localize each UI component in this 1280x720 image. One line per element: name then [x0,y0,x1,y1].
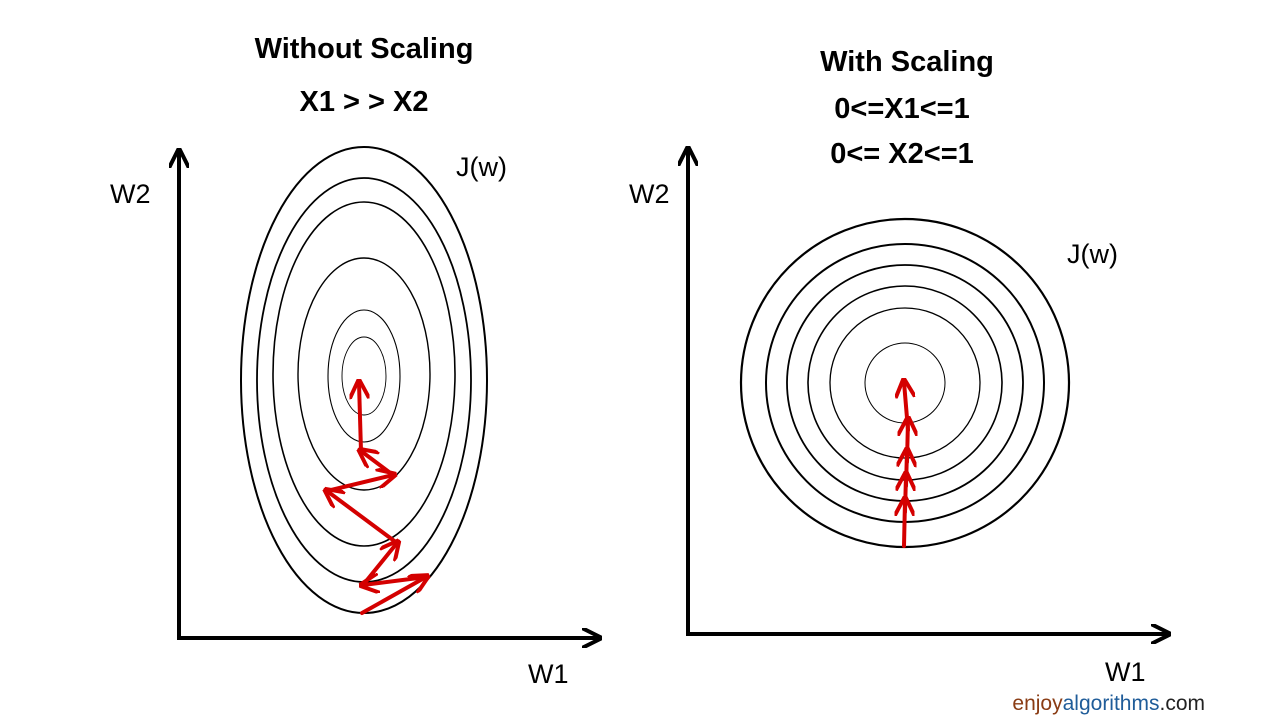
watermark-part3: .com [1159,692,1205,715]
right-panel: With Scaling 0<=X1<=1 0<= X2<=1 W2 W1 J(… [629,46,1167,687]
contour-ring [327,309,401,443]
descent-step-arrow [363,577,428,585]
left-contours [240,146,488,614]
right-condition-2: 0<= X2<=1 [830,138,974,170]
left-descent-path [325,383,428,615]
left-cost-label: J(w) [456,152,507,182]
left-x-axis-label: W1 [528,659,569,689]
right-y-axis-label: W2 [629,179,670,209]
descent-step-arrow [327,491,399,545]
site-watermark: enjoyalgorithms.com [1012,692,1205,715]
right-title: With Scaling [820,46,994,78]
descent-step-arrow [361,451,395,477]
left-y-axis-label: W2 [110,179,151,209]
right-axes [686,150,1167,636]
descent-step-arrow [359,383,361,453]
left-axes [177,152,598,640]
right-x-axis-label: W1 [1105,657,1146,687]
watermark-part2: algorithms [1063,692,1160,715]
right-descent-path [904,382,908,548]
descent-step-arrow [360,577,426,615]
watermark-part1: enjoy [1012,692,1063,715]
right-cost-label: J(w) [1067,239,1118,269]
descent-step-arrow [361,543,397,587]
descent-step-arrow [904,382,908,432]
left-panel: Without Scaling X1 > > X2 W2 W1 J(w) [110,33,598,689]
descent-step-arrow [325,475,393,493]
contour-ring [297,257,431,491]
contour-ring [272,201,456,547]
left-title: Without Scaling [255,33,474,65]
right-condition-1: 0<=X1<=1 [834,93,969,125]
left-subtitle: X1 > > X2 [300,86,429,118]
contour-ring [240,146,488,614]
contour-ring [341,336,387,416]
contour-ring [256,177,472,583]
